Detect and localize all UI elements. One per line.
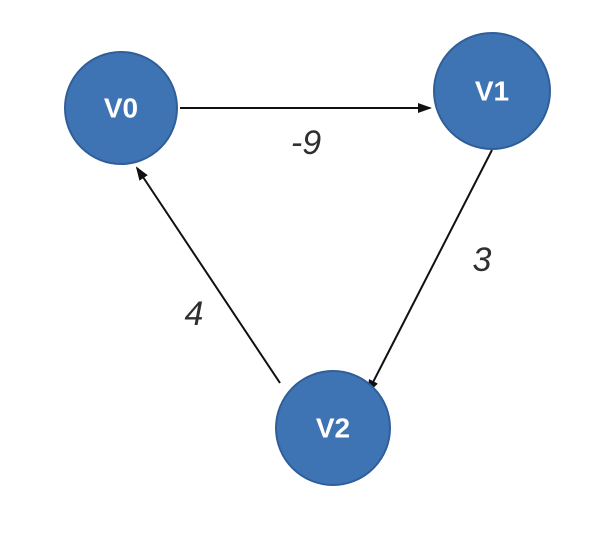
edge-weight-v0-v1: -9 xyxy=(291,124,321,162)
edge-v1-v2 xyxy=(367,149,493,394)
node-v1-circle xyxy=(433,32,551,150)
edge-v2-v0 xyxy=(135,166,281,384)
node-v0-label: V0 xyxy=(104,92,138,123)
node-v1-label: V1 xyxy=(475,75,509,106)
node-v2-circle xyxy=(275,370,391,486)
node-v2-label: V2 xyxy=(316,412,350,443)
node-v0: V0 xyxy=(64,51,178,165)
edge-weight-v2-v0: 4 xyxy=(185,295,204,333)
node-v0-circle xyxy=(64,51,178,165)
node-v1: V1 xyxy=(433,32,551,150)
node-v2: V2 xyxy=(275,370,391,486)
edge-weight-v1-v2: 3 xyxy=(473,241,492,279)
